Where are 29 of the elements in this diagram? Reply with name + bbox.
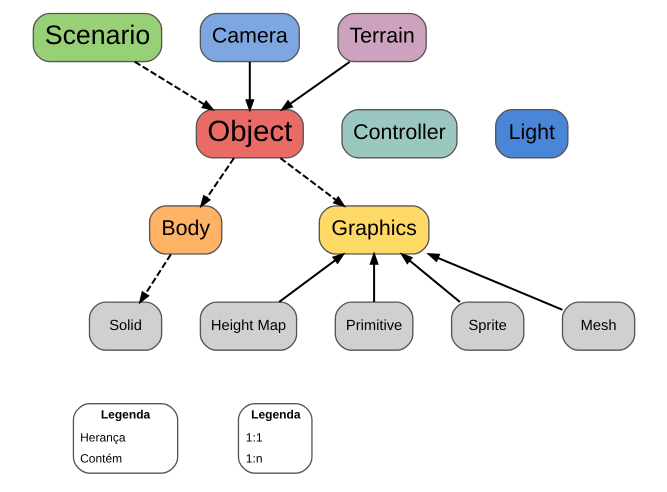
arrow [279, 60, 350, 112]
arrow [368, 251, 378, 302]
node-box: Scenario [32, 12, 162, 62]
node-box: Graphics [318, 205, 430, 255]
node-box: Sprite [450, 301, 524, 351]
node-box: Object [195, 109, 304, 158]
node-box: Solid [88, 301, 162, 351]
node-box: Mesh [561, 301, 635, 351]
arrow [278, 252, 345, 303]
arrow [279, 157, 346, 208]
node-box: Height Map [199, 301, 297, 351]
legend-label: Contém [80, 452, 122, 466]
arrow [426, 253, 562, 311]
legend-label: 1:1 [245, 430, 262, 444]
arrow [399, 252, 460, 303]
legend-label: 1:n [245, 452, 262, 466]
arrow [138, 254, 172, 305]
legend-label: Herança [80, 430, 126, 444]
node-box: Camera [199, 12, 300, 62]
node-box: Terrain [336, 12, 426, 62]
node-box: Controller [340, 109, 458, 158]
label: Legenda [250, 408, 300, 422]
label: Legenda [100, 408, 150, 422]
arrow [199, 158, 234, 208]
arrow [244, 62, 254, 113]
node-box: Primitive [334, 301, 413, 351]
node-box: Light [494, 109, 568, 158]
arrow [134, 60, 214, 112]
node-box: Body [148, 205, 222, 255]
